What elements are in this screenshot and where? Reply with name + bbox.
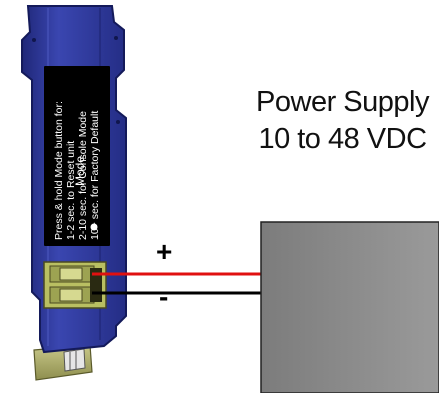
power-supply-box: [260, 221, 439, 393]
instruction-line-1: Press & hold Mode button for:: [53, 101, 65, 240]
power-supply-voltage: 10 to 48 VDC: [258, 123, 427, 155]
instruction-label: Press & hold Mode button for: 1-2 sec. t…: [44, 66, 110, 246]
power-supply-title: Power Supply: [256, 86, 429, 118]
mode-label: Mode: [73, 156, 87, 186]
instruction-line-2: 1-2 sec. to Reset unit: [65, 141, 77, 240]
mode-button[interactable]: [90, 223, 98, 231]
terminal-block: [43, 261, 107, 309]
instruction-line-3: 2-10 sec. for Console Mode: [77, 111, 89, 240]
din-rail-clip: [33, 344, 93, 381]
instruction-line-4: 10+ sec. for Factory Default: [89, 111, 101, 240]
positive-terminal-label: +: [156, 236, 173, 267]
negative-terminal-label: -: [159, 281, 169, 312]
